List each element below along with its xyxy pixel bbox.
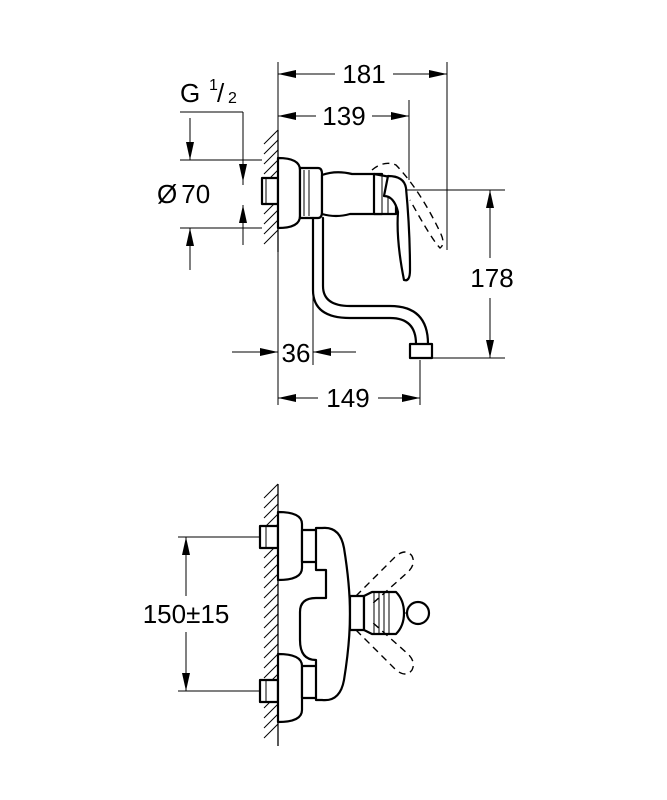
hatch-line: [263, 603, 279, 619]
front-rosette-bottom: [276, 652, 304, 724]
dim-handle-depth: 139: [322, 101, 365, 131]
thread-letter: G: [180, 78, 200, 108]
side-inlet-nut: [260, 176, 280, 206]
hatch-line: [263, 503, 279, 519]
hatch-line: [263, 653, 279, 669]
front-inlet-bottom: [258, 678, 280, 704]
side-rosette: [276, 156, 302, 230]
front-cartridge-base: [348, 594, 366, 632]
front-dimension-lines: [182, 537, 190, 691]
hatch-line: [263, 139, 279, 155]
side-spout-inner: [321, 216, 430, 346]
side-lever-alt-position: [371, 162, 444, 249]
thread-fraction-numerator: 1: [209, 77, 218, 94]
hatch-line: [263, 593, 279, 609]
dim-body-offset: 36: [282, 338, 311, 368]
front-cartridge: [348, 590, 431, 636]
thread-fraction-separator: /: [217, 78, 225, 108]
hatch-line: [263, 219, 279, 235]
hatch-line: [263, 209, 279, 225]
side-extension-lines: [180, 62, 505, 405]
hatch-line: [263, 723, 279, 739]
hatch-line: [263, 573, 279, 589]
hatch-line: [263, 623, 279, 639]
front-extension-lines: [178, 536, 262, 692]
hatch-line: [263, 713, 279, 729]
hatch-line: [263, 493, 279, 509]
front-handle-alt-down: [355, 621, 415, 675]
side-faucet-body: [260, 156, 444, 360]
hatch-line: [263, 703, 279, 719]
hatch-line: [263, 633, 279, 649]
front-handle-alt-positions: [355, 551, 415, 675]
diameter-symbol: Ø: [157, 179, 177, 209]
thread-fraction-denominator: 2: [228, 90, 237, 107]
side-aerator: [408, 342, 434, 360]
hatch-line: [263, 563, 279, 579]
side-spout-outer: [311, 216, 418, 346]
front-view: 150±15: [143, 483, 431, 746]
hatch-line: [263, 129, 279, 145]
front-knob: [405, 600, 431, 626]
hatch-line: [263, 159, 279, 175]
dim-spout-reach: 149: [326, 383, 369, 413]
hatch-line: [263, 613, 279, 629]
front-mixer-body: [298, 526, 352, 702]
front-handle-alt-up: [355, 551, 415, 605]
hatch-line: [263, 149, 279, 165]
hatch-line: [263, 583, 279, 599]
hatch-line: [263, 643, 279, 659]
side-dimension-lines: [186, 70, 494, 402]
hatch-line: [263, 229, 279, 245]
diameter-value: 70: [181, 179, 210, 209]
dim-overall-depth: 181: [342, 59, 385, 89]
dim-connection-spacing: 150±15: [143, 599, 230, 629]
side-view: 181 139 178 149 36 Ø70 G 1 / 2: [157, 59, 514, 413]
front-inlet-top: [258, 524, 280, 550]
front-wall: [263, 483, 279, 746]
hatch-line: [263, 553, 279, 569]
side-coupling: [298, 166, 324, 220]
front-rosette-top: [276, 510, 304, 582]
hatch-line: [263, 663, 279, 679]
side-lever-handle: [382, 174, 412, 282]
hatch-line: [263, 483, 279, 499]
thread-label: G: [180, 78, 200, 108]
front-rosettes: [276, 510, 304, 724]
dim-spout-height: 178: [470, 263, 513, 293]
